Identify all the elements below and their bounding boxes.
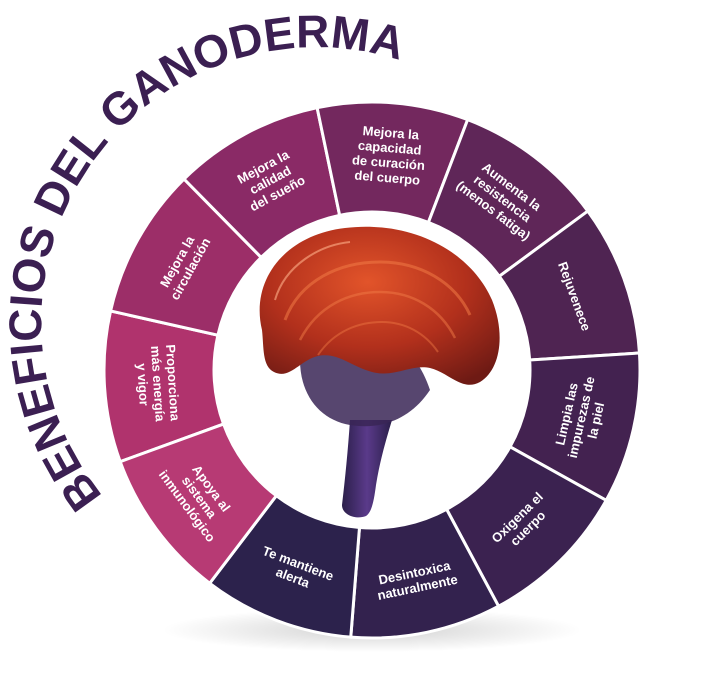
- segment-label-line: de curación: [352, 152, 426, 173]
- ganoderma-mushroom-icon: [259, 226, 500, 518]
- segment-label-line: y vigor: [134, 363, 152, 406]
- segment-label: Mejora lacalidaddel sueño: [233, 146, 308, 214]
- segment-label: Mejora lacapacidadde curacióndel cuerpo: [350, 122, 428, 188]
- segment-label-line: Mejora la: [362, 123, 420, 142]
- segment-label-line: Proporciona: [163, 344, 183, 422]
- segment-label-line: del cuerpo: [354, 168, 421, 188]
- segment-label-line: más energía: [148, 345, 168, 422]
- segment-label: Proporcionamás energíay vigor: [133, 344, 183, 424]
- segment-label-line: capacidad: [357, 138, 422, 158]
